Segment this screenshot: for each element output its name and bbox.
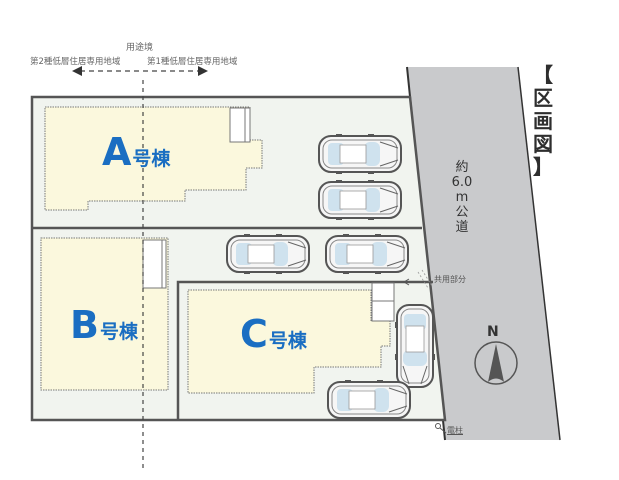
parking-space-b-1 xyxy=(226,233,310,275)
road-label-line: 公 xyxy=(455,205,469,220)
road-label-line: 6.0 xyxy=(451,175,473,190)
title-char: 区 xyxy=(533,86,553,110)
road-label-line: m xyxy=(455,190,469,205)
parking-space-a-2 xyxy=(318,179,402,221)
zoning-boundary-label: 用途境 xyxy=(126,43,154,53)
building-a-suffix: 号棟 xyxy=(132,148,171,170)
parking-space-b-2 xyxy=(325,233,409,275)
building-c-suffix: 号棟 xyxy=(268,330,307,352)
building-c-label: C 号棟 xyxy=(240,315,307,353)
arrow-right-icon xyxy=(198,66,208,76)
road-label: 約 6.0 m 公 道 xyxy=(446,160,478,235)
building-c-letter: C xyxy=(240,312,268,356)
arrow-left-icon xyxy=(72,66,82,76)
title-char: 【 xyxy=(533,63,553,87)
zone-left-label: 第2種低層住居専用地域 xyxy=(30,57,121,67)
page-title: 【 区 画 図 】 xyxy=(528,64,558,179)
shared-portion-arrow-icon xyxy=(403,278,410,286)
title-char: 】 xyxy=(533,155,553,179)
building-c-footprint xyxy=(187,289,391,394)
shared-portion-label: 共用部分 xyxy=(434,275,466,284)
title-char: 画 xyxy=(533,109,553,133)
road-label-line: 道 xyxy=(455,220,469,235)
parking-space-c-1 xyxy=(394,304,436,388)
north-label: N xyxy=(487,324,499,340)
building-b-letter: B xyxy=(70,303,99,347)
parking-space-c-2 xyxy=(327,379,411,421)
road-label-line: 約 xyxy=(455,160,469,175)
zone-right-label: 第1種低層住居専用地域 xyxy=(147,57,238,67)
title-char: 図 xyxy=(533,132,553,156)
building-a-letter: A xyxy=(102,130,132,174)
building-a-label: A 号棟 xyxy=(102,133,170,171)
utility-pole-label: 電柱 xyxy=(447,426,463,435)
north-compass-icon xyxy=(474,341,518,385)
building-b-label: B 号棟 xyxy=(70,306,138,344)
parking-space-a-1 xyxy=(318,133,402,175)
building-b-suffix: 号棟 xyxy=(99,321,138,343)
utility-pole-icon xyxy=(435,423,441,429)
public-road xyxy=(407,67,560,440)
